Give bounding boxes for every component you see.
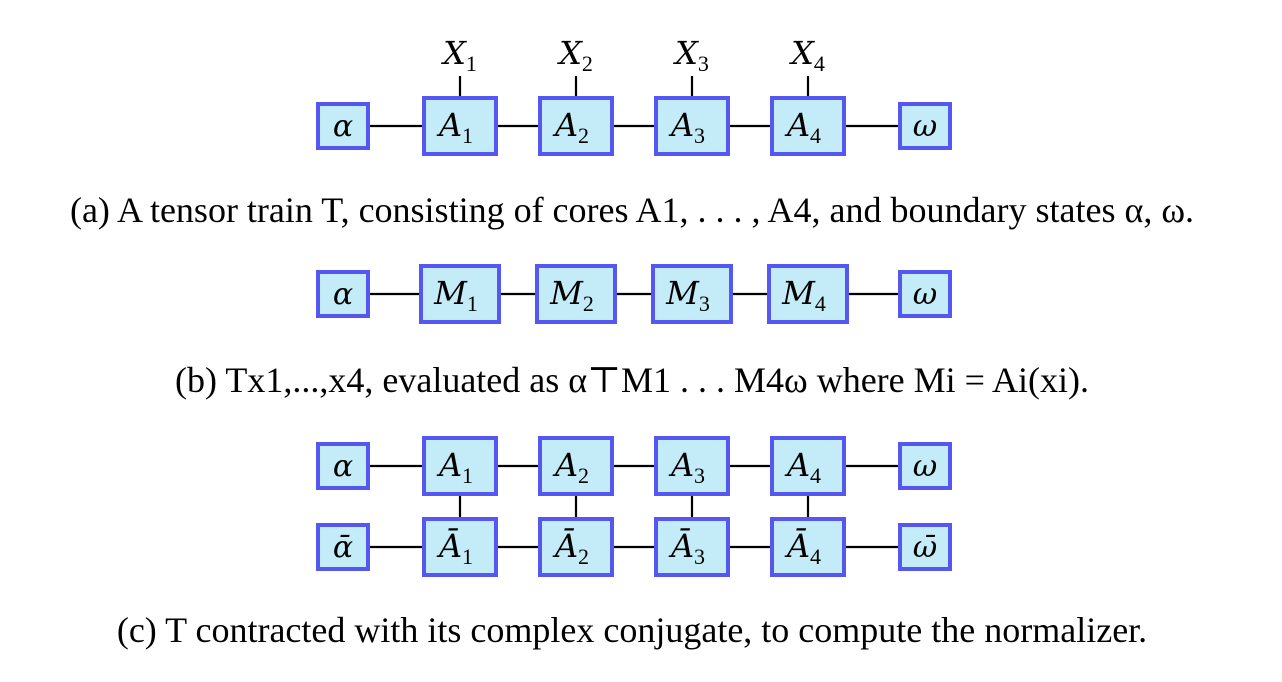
right-boundary-node: ω bbox=[898, 270, 952, 318]
core-node: M1 bbox=[419, 264, 501, 324]
diagram-c: α ω A1 A2 A3 A4 ᾱ ω̄ Ā1 Ā2 Ā3 Ā4 (c) T contracted wi… bbox=[117, 436, 1147, 650]
left-boundary-box bbox=[316, 442, 370, 490]
core-node: A1 bbox=[422, 436, 498, 496]
left-boundary-node: α bbox=[316, 442, 370, 490]
core-node: M2 bbox=[535, 264, 617, 324]
core-node: A3 bbox=[654, 436, 730, 496]
left-boundary-label: α bbox=[333, 277, 353, 312]
core-label: Ā2 bbox=[552, 527, 589, 569]
core-node: Ā1 bbox=[422, 517, 498, 577]
core-box bbox=[422, 96, 498, 156]
core-box bbox=[651, 264, 733, 324]
core-label: Ā3 bbox=[668, 527, 705, 569]
core-box bbox=[538, 436, 614, 496]
left-boundary-node: α bbox=[316, 270, 370, 318]
core-box bbox=[538, 96, 614, 156]
core-box bbox=[538, 517, 614, 577]
right-boundary-label: ω bbox=[913, 277, 937, 312]
core-node: M4 bbox=[767, 264, 849, 324]
caption-b: (b) Tx1,...,x4, evaluated as α⊤M1 . . . … bbox=[175, 360, 1089, 400]
core-label: M3 bbox=[665, 274, 710, 316]
left-boundary-box bbox=[316, 270, 370, 318]
core-box bbox=[654, 436, 730, 496]
caption-a: (a) A tensor train T, consisting of core… bbox=[70, 190, 1194, 230]
core-label: A2 bbox=[552, 106, 589, 148]
right-boundary-node: ω bbox=[898, 442, 952, 490]
core-node: A2 bbox=[538, 436, 614, 496]
right-boundary-box bbox=[898, 442, 952, 490]
input-label: X4 bbox=[788, 34, 825, 76]
left-boundary-node: α bbox=[316, 102, 370, 150]
core-box bbox=[535, 264, 617, 324]
core-node: Ā3 bbox=[654, 517, 730, 577]
core-box bbox=[767, 264, 849, 324]
right-boundary-box bbox=[898, 102, 952, 150]
core-box bbox=[419, 264, 501, 324]
caption-c: (c) T contracted with its complex conjug… bbox=[117, 610, 1147, 650]
core-box bbox=[654, 96, 730, 156]
left-boundary-box bbox=[316, 523, 370, 571]
core-label: Ā4 bbox=[784, 527, 821, 569]
right-boundary-box bbox=[898, 523, 952, 571]
input-label: X2 bbox=[556, 34, 593, 76]
diagram-b: α ω M1 M2 M3 M4 (b) Tx1,...,x4, evaluated as α… bbox=[175, 264, 1089, 400]
core-label: Ā1 bbox=[436, 527, 473, 569]
core-label: A4 bbox=[784, 106, 821, 148]
core-node: Ā4 bbox=[770, 517, 846, 577]
core-box bbox=[654, 517, 730, 577]
core-label: A3 bbox=[668, 106, 705, 148]
core-node: Ā2 bbox=[538, 517, 614, 577]
left-boundary-label: α bbox=[333, 109, 353, 144]
input-label: X3 bbox=[672, 34, 709, 76]
core-label: A1 bbox=[436, 106, 473, 148]
right-boundary-label: ω bbox=[913, 449, 937, 484]
right-boundary-node: ω bbox=[898, 102, 952, 150]
core-label: A2 bbox=[552, 446, 589, 488]
core-box bbox=[422, 517, 498, 577]
core-label: M2 bbox=[549, 274, 594, 316]
core-label: M4 bbox=[781, 274, 826, 316]
core-box bbox=[770, 96, 846, 156]
right-boundary-label: ω̄ bbox=[913, 530, 937, 565]
left-boundary-label: α bbox=[333, 449, 353, 484]
core-label: A1 bbox=[436, 446, 473, 488]
right-boundary-label: ω bbox=[913, 109, 937, 144]
core-box bbox=[770, 436, 846, 496]
right-boundary-box bbox=[898, 270, 952, 318]
core-node: A4 bbox=[770, 436, 846, 496]
input-label: X1 bbox=[440, 34, 477, 76]
core-box bbox=[422, 436, 498, 496]
core-label: A4 bbox=[784, 446, 821, 488]
left-boundary-box bbox=[316, 102, 370, 150]
right-boundary-node: ω̄ bbox=[898, 523, 952, 571]
left-boundary-node: ᾱ bbox=[316, 523, 370, 571]
left-boundary-label: ᾱ bbox=[333, 530, 353, 565]
core-label: M1 bbox=[433, 274, 478, 316]
core-label: A3 bbox=[668, 446, 705, 488]
core-box bbox=[770, 517, 846, 577]
core-node: M3 bbox=[651, 264, 733, 324]
